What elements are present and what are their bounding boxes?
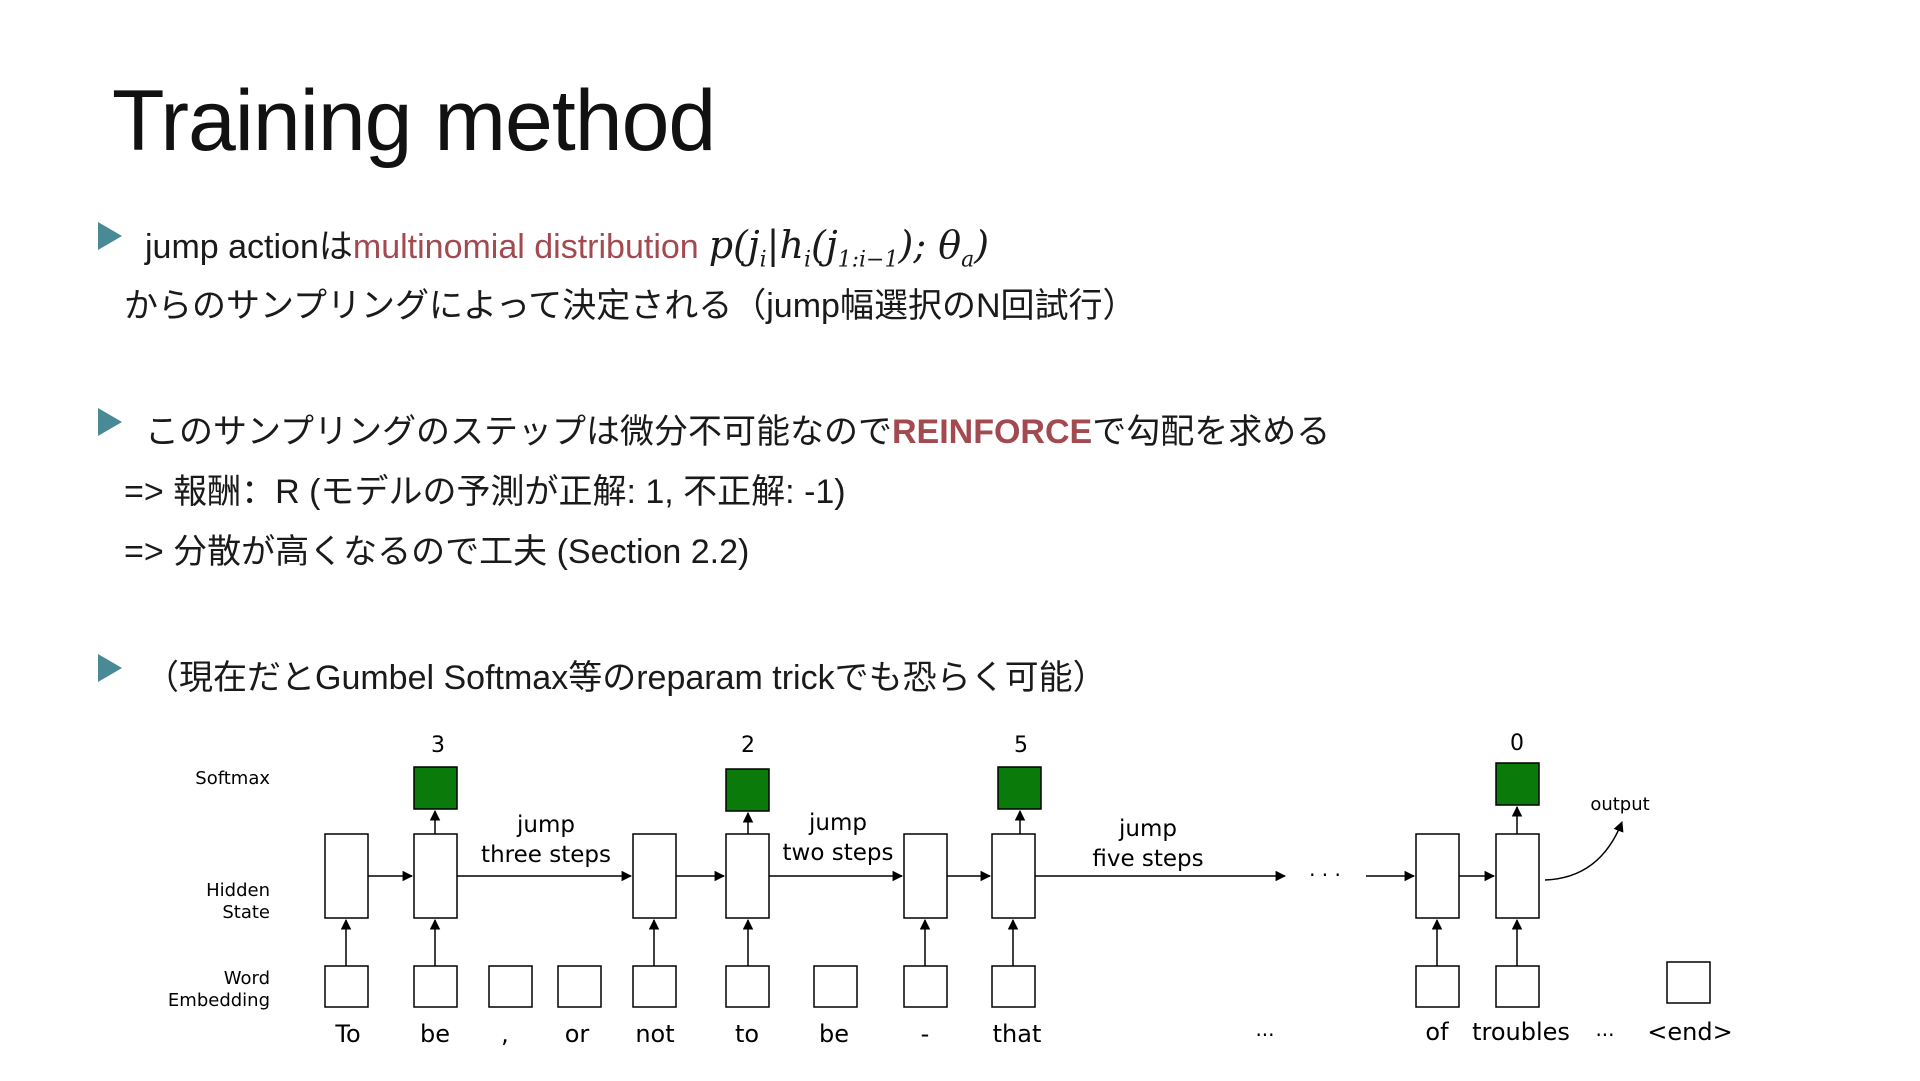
hidden-state-box [991,833,1036,919]
bullet-2-line-1: このサンプリングのステップは微分不可能なのでREINFORCEで勾配を求める [145,404,1330,453]
embedding-box [632,965,677,1008]
word-token: - [921,1020,930,1048]
bullet-2-sub-1: => 報酬：R (モデルの予測が正解: 1, 不正解: -1) [124,473,846,511]
embedding-box [557,965,602,1008]
sequence-ellipsis: · · · [1309,863,1341,887]
bullet-2-highlight: REINFORCE [891,413,1093,451]
jump-label: three steps [481,842,611,868]
word-token: of [1425,1018,1449,1046]
slide-title: Training method [112,73,716,169]
output-label: output [1590,794,1649,815]
bullet-triangle-icon [98,222,122,250]
embedding-box [903,965,948,1008]
softmax-output-value: 2 [741,733,755,758]
bullet-2-sub-2: => 分散が高くなるので工夫 (Section 2.2) [124,533,750,571]
hidden-state-box [324,833,369,919]
bullet-2-suffix: で勾配を求める [1092,413,1331,451]
word-token: , [501,1020,509,1048]
word-token: ... [1255,1017,1274,1041]
hidden-state-box [413,833,458,919]
word-token: troubles [1472,1018,1570,1046]
embedding-box [324,965,369,1008]
hidden-row-label-1: Hidden [206,880,270,901]
embedding-box [991,965,1036,1008]
embedding-box [1495,965,1540,1008]
hidden-state-box [725,833,770,919]
bullet-1-prefix: jump actionは [145,228,353,266]
probability-formula: p(ji|hi(j1:i−1); θa) [708,223,990,273]
softmax-output-value: 3 [431,733,445,758]
hidden-state-box [1495,833,1540,919]
embedding-box [725,965,770,1008]
embedding-box [1666,961,1711,1004]
jump-label: two steps [783,840,894,866]
output-arrow [1544,821,1624,881]
word-token: <end> [1647,1018,1732,1046]
jump-label: jump [516,812,575,838]
word-token: be [420,1020,450,1048]
softmax-box [725,768,770,812]
word-token: to [735,1020,759,1048]
hidden-state-box [1415,833,1460,919]
word-token: not [635,1020,674,1048]
word-token: To [334,1020,360,1048]
jump-label: jump [808,810,867,836]
word-token: ... [1595,1017,1614,1041]
bullet-triangle-icon [98,408,122,436]
bullet-1-line-2: からのサンプリングによって決定される（jump幅選択のN回試行） [124,287,1137,325]
word-row-label-1: Word [224,968,270,989]
word-token: be [819,1020,849,1048]
embedding-box [413,965,458,1008]
softmax-box [413,766,458,810]
softmax-output-value: 0 [1510,731,1524,756]
softmax-output-value: 5 [1014,733,1028,758]
hidden-state-box [632,833,677,919]
hidden-state-box [903,833,948,919]
embedding-box [488,965,533,1008]
jump-label: five steps [1092,846,1203,872]
word-row-label-2: Embedding [168,990,270,1011]
bullet-2-prefix: このサンプリングのステップは微分不可能なので [145,413,892,451]
bullet-3-line-1: （現在だとGumbel Softmax等のreparam trickでも恐らく可… [145,659,1107,697]
softmax-row-label: Softmax [195,768,270,789]
embedding-box [813,965,858,1008]
jump-label: jump [1118,816,1177,842]
hidden-row-label-2: State [222,902,270,923]
word-token: or [565,1020,590,1048]
softmax-box [997,766,1042,810]
word-token: that [993,1020,1042,1048]
embedding-box [1415,965,1460,1008]
softmax-box [1495,762,1540,806]
bullet-1-highlight: multinomial distribution [352,228,699,266]
bullet-triangle-icon [98,654,122,682]
